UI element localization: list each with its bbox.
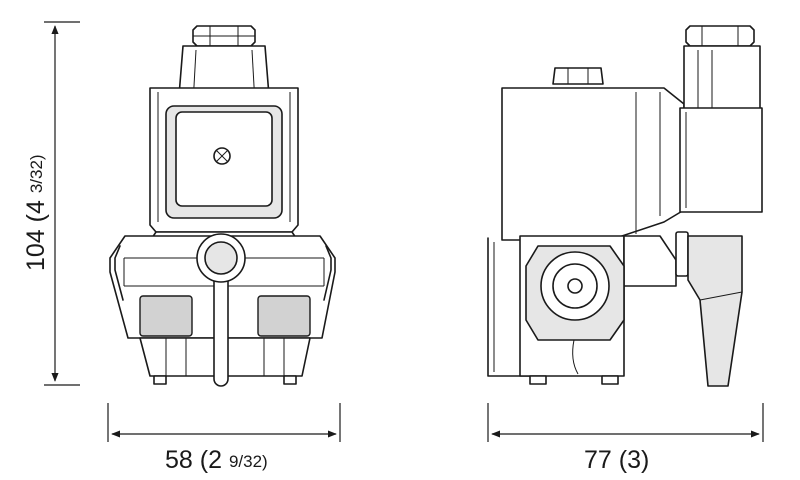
foot-left <box>153 375 167 385</box>
side-body-extension <box>623 235 677 287</box>
top-nut <box>552 67 604 85</box>
front-width-dimension: 58 (2 9/32) <box>107 403 341 474</box>
side-width-dimension: 77 (3) <box>487 403 764 474</box>
port-right <box>257 295 311 337</box>
side-manual-override-lever-icon <box>675 231 743 387</box>
side-foot-right <box>601 375 619 385</box>
side-connector-body <box>679 107 763 213</box>
side-port <box>525 245 625 341</box>
side-cable-gland-icon <box>685 25 755 47</box>
height-dimension: 104 (4 3/32) <box>22 21 80 386</box>
front-view <box>109 25 336 387</box>
cable-gland-icon <box>192 25 256 47</box>
side-connector-upper <box>683 45 761 111</box>
port-left <box>139 295 193 337</box>
foot-right <box>283 375 297 385</box>
manual-override-lever-icon <box>196 233 246 387</box>
side-wire <box>572 339 579 375</box>
height-label: 104 (4 3/32) <box>22 154 50 271</box>
side-foot-left <box>529 375 547 385</box>
side-coil-housing <box>501 87 685 241</box>
front-width-label: 58 (2 9/32) <box>165 446 268 474</box>
screw-head-icon <box>213 147 231 165</box>
side-width-label: 77 (3) <box>584 446 649 474</box>
side-view <box>487 25 763 387</box>
